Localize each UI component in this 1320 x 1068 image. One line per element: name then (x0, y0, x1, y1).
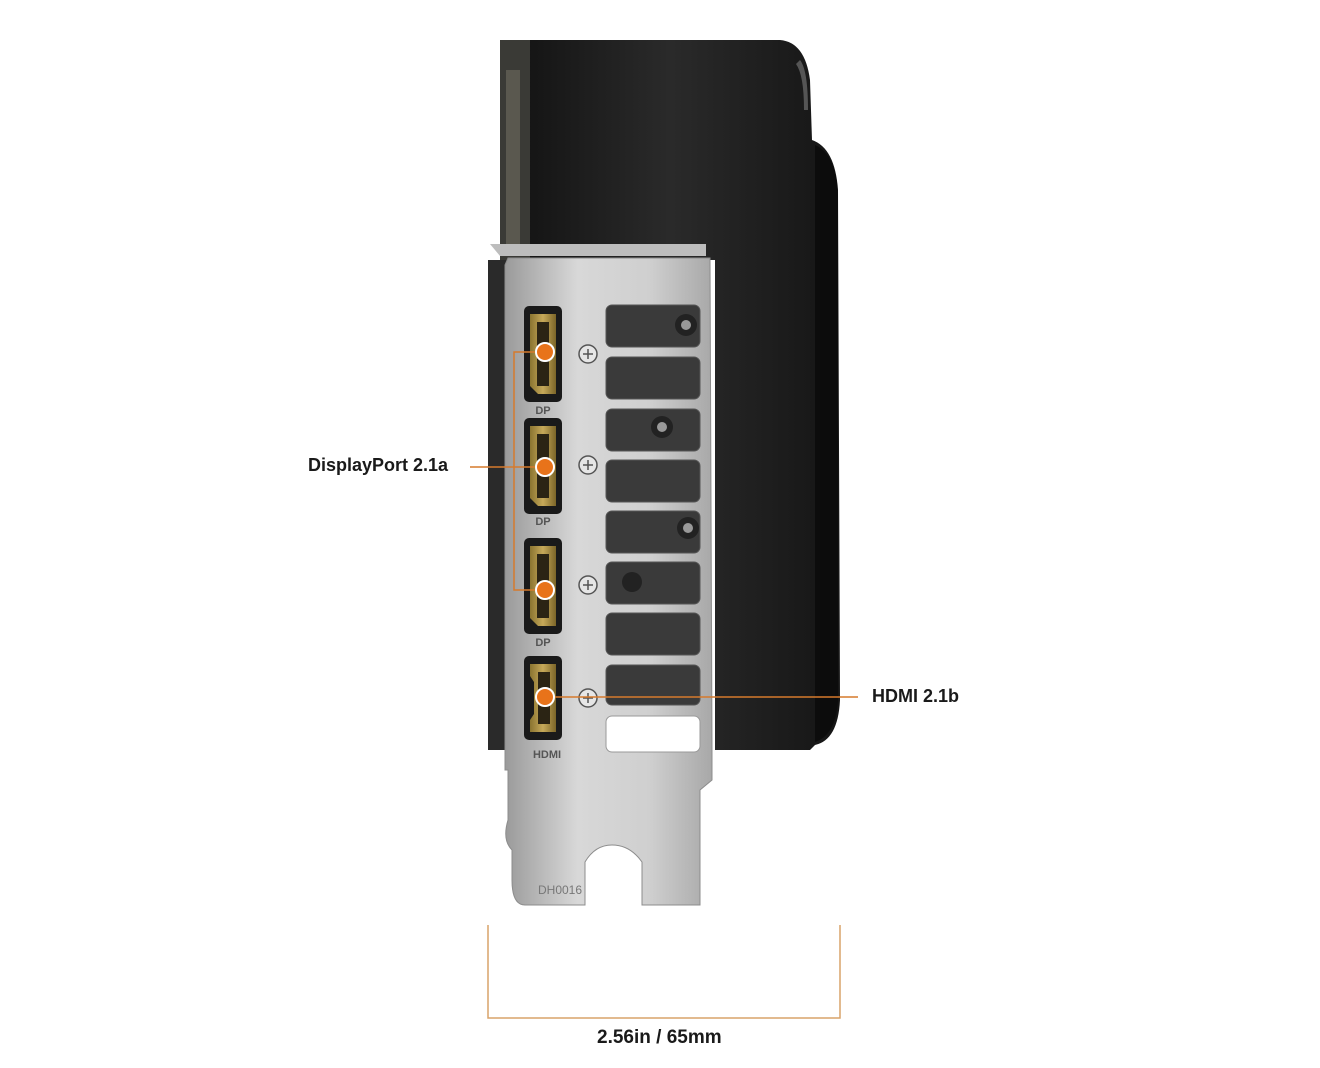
hdmi-callout-label: HDMI 2.1b (872, 686, 960, 706)
port-marker-dots (535, 342, 555, 707)
displayport-callout-label: DisplayPort 2.1a (308, 455, 449, 475)
dp-mark-1: DP (535, 405, 550, 417)
fan-knobs (622, 314, 699, 592)
card-edge (488, 260, 508, 750)
bracket-top-tab (490, 244, 706, 256)
width-dimension-label: 2.56in / 65mm (597, 1027, 722, 1048)
dp-mark-2: DP (535, 516, 550, 528)
hdmi-mark: HDMI (533, 749, 561, 761)
dp-mark-3: DP (535, 637, 550, 649)
card-body (500, 40, 840, 750)
bracket-code: DH0016 (538, 883, 582, 897)
dimension-line (487, 925, 841, 1019)
vent-slots (605, 304, 701, 753)
